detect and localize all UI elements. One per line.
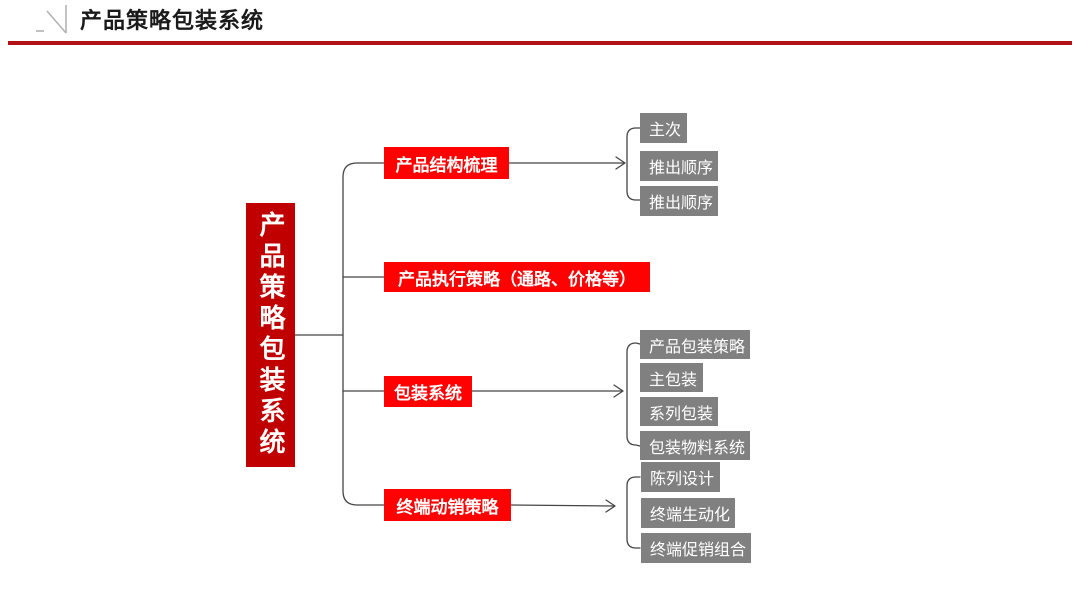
- root-node: 产品策略包装系统: [246, 203, 295, 467]
- child-node: 产品包装策略: [640, 330, 750, 359]
- diagram-canvas: 产品策略包装系统 产品结构梳理 产品执行策略（通路、价格等） 包装系统 终端动销…: [0, 50, 1080, 608]
- child-node: 终端生动化: [641, 498, 735, 528]
- child-node: 主次: [640, 113, 687, 143]
- branch-node-packaging-system: 包装系统: [384, 376, 472, 407]
- child-node: 包装物料系统: [640, 431, 750, 460]
- header-rule: [8, 41, 1072, 45]
- child-node: 推出顺序: [640, 151, 718, 181]
- child-node: 陈列设计: [641, 462, 720, 492]
- branch-node-terminal-sales: 终端动销策略: [384, 489, 511, 521]
- child-node: 终端促销组合: [641, 533, 751, 563]
- connector-lines: [294, 127, 641, 549]
- child-node: 主包装: [640, 363, 703, 392]
- child-node: 系列包装: [640, 397, 718, 426]
- logo-check-icon: [36, 5, 67, 34]
- page-title: 产品策略包装系统: [80, 8, 265, 33]
- branch-node-product-structure: 产品结构梳理: [384, 147, 509, 179]
- child-node: 推出顺序: [640, 186, 718, 216]
- branch-node-execution-strategy: 产品执行策略（通路、价格等）: [384, 262, 650, 292]
